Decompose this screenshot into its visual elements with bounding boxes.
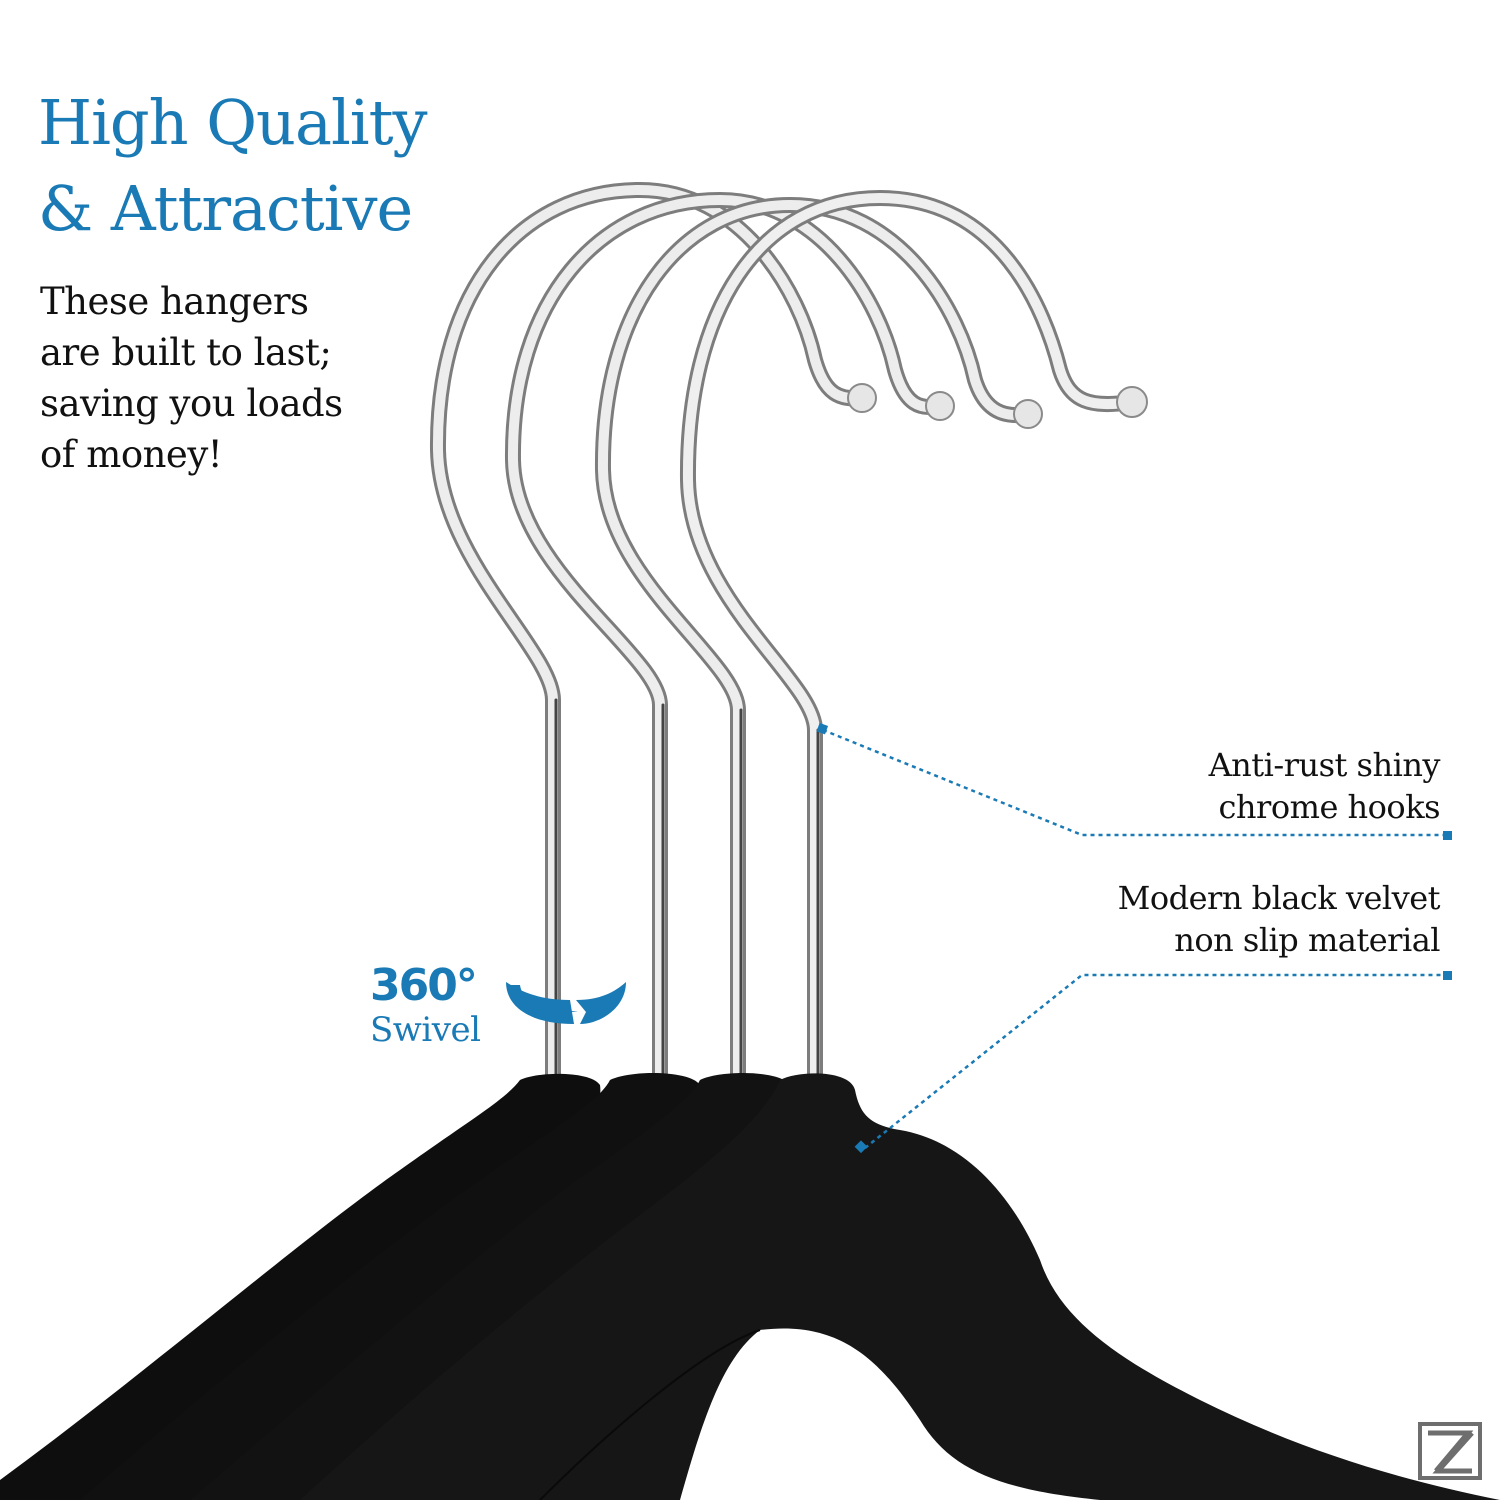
hook-2 — [504, 191, 955, 1093]
page-headline: High Quality & Attractive — [38, 80, 428, 252]
callout-line: Anti-rust shiny — [1208, 746, 1441, 784]
chrome-hooks — [429, 181, 1148, 1093]
velvet-hanger-4 — [300, 1073, 1500, 1500]
swivel-degrees: 360° — [370, 960, 478, 1011]
headline-line-2: & Attractive — [38, 172, 413, 245]
callout-line-velvet — [864, 973, 1445, 1149]
velvet-hanger-3 — [190, 1073, 791, 1500]
velvet-hanger-1 — [0, 1073, 601, 1500]
callout-line-chrome — [822, 728, 1445, 837]
body-line: These hangers — [40, 280, 309, 323]
swivel-text: Swivel — [370, 1010, 481, 1050]
brand-z-logo-icon — [1418, 1422, 1482, 1480]
velvet-hanger-bodies — [0, 1073, 1500, 1500]
body-line: saving you loads — [40, 382, 343, 425]
swivel-label: 360° Swivel — [370, 960, 481, 1051]
velvet-hanger-2 — [80, 1073, 701, 1500]
body-copy: These hangers are built to last; saving … — [40, 276, 343, 480]
hook-4 — [679, 189, 1148, 1093]
rotate-arrows-icon — [506, 982, 626, 1024]
callout-line: Modern black velvet — [1117, 879, 1441, 917]
body-line: of money! — [40, 433, 223, 476]
callout-line: non slip material — [1174, 921, 1440, 959]
hook-3 — [594, 196, 1043, 1093]
headline-line-1: High Quality — [38, 86, 428, 159]
callout-chrome-hooks: Anti-rust shiny chrome hooks — [1208, 744, 1441, 828]
callout-line: chrome hooks — [1218, 788, 1441, 826]
body-line: are built to last; — [40, 331, 332, 374]
callout-velvet-material: Modern black velvet non slip material — [1117, 877, 1441, 961]
